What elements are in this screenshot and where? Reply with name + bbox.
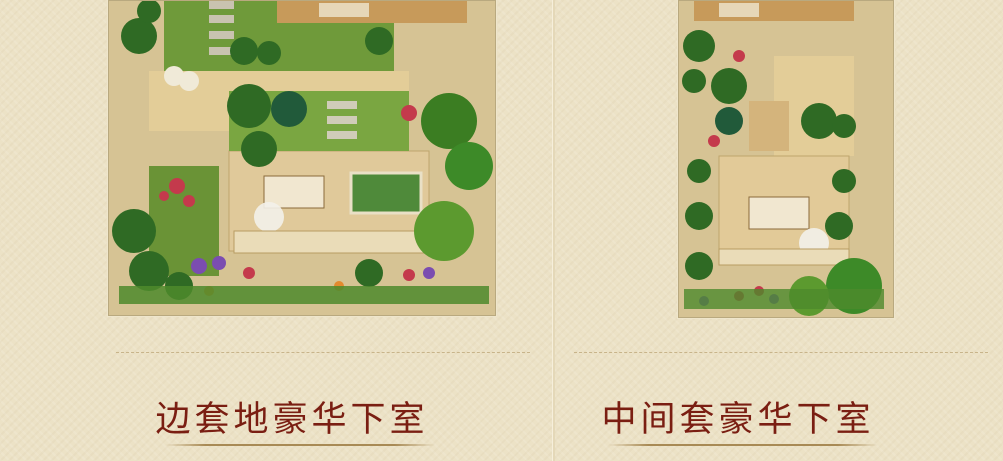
left-divider-line <box>116 352 530 353</box>
right-caption-underline <box>608 444 878 446</box>
column-divider <box>552 0 555 461</box>
end-unit-garden-plan <box>108 0 496 316</box>
left-caption-underline <box>165 444 435 446</box>
middle-unit-caption: 中间套豪华下室 <box>601 400 875 440</box>
right-divider-line <box>574 352 988 353</box>
middle-unit-garden-plan <box>678 0 894 318</box>
end-unit-caption: 边套地豪华下室 <box>155 400 429 440</box>
